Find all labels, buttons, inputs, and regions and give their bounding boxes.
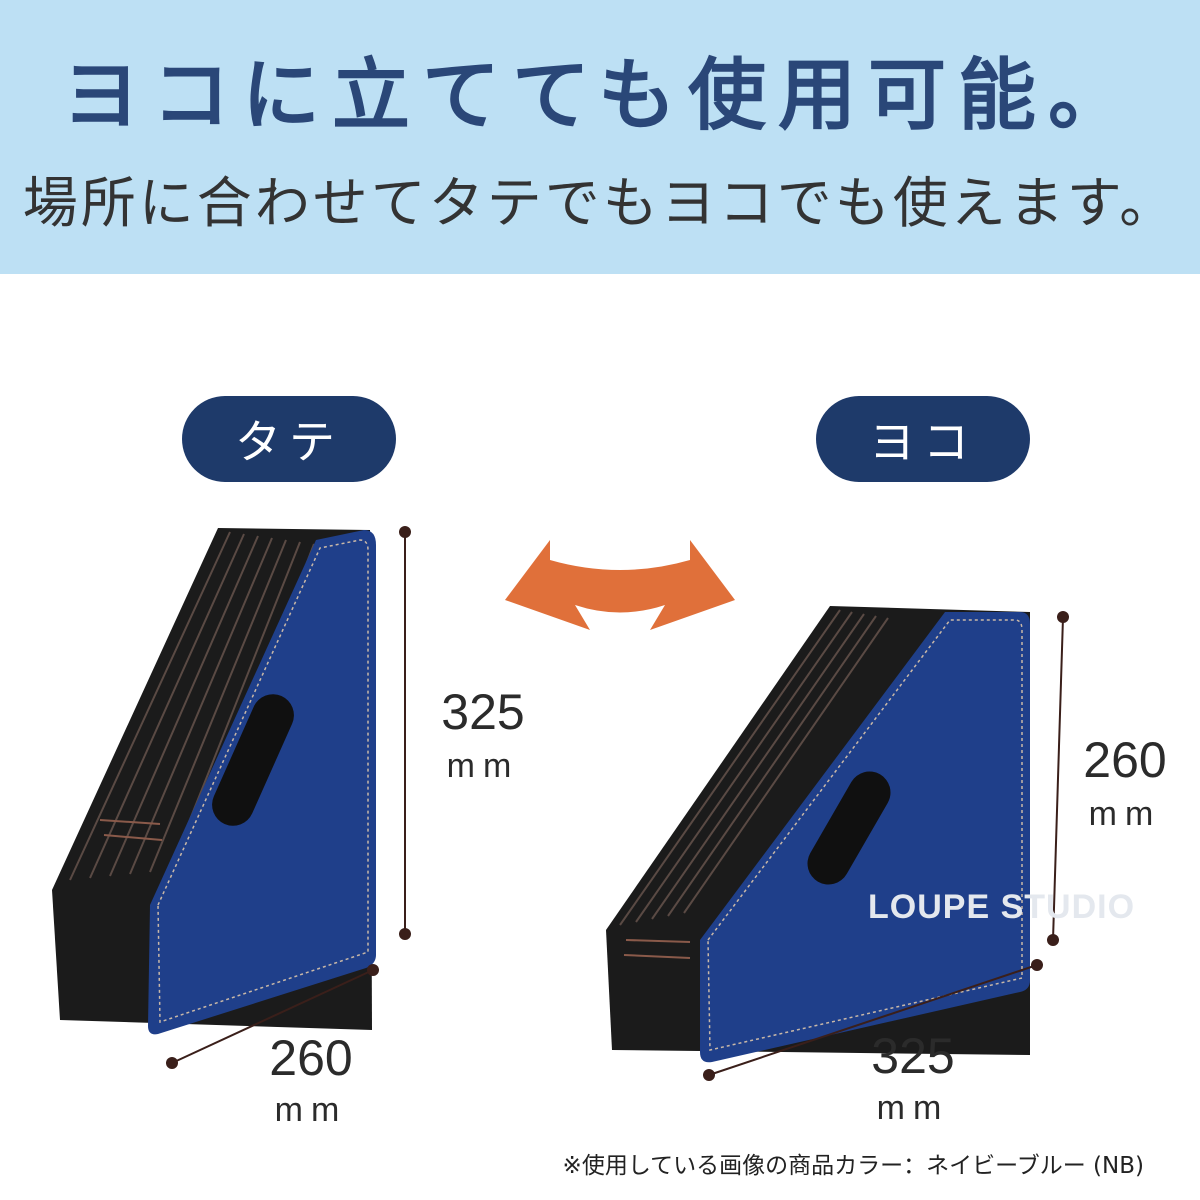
- swap-arrow-icon: [505, 540, 735, 630]
- headline: ヨコに立てても使用可能。: [61, 51, 1139, 141]
- left-height-unit: mm: [446, 747, 520, 785]
- right-width-unit: mm: [876, 1089, 950, 1127]
- header-banner: [0, 0, 1200, 274]
- dimension-line-left-width: [166, 964, 379, 1069]
- file-box-sideways: [606, 606, 1030, 1063]
- right-width-value: 325: [871, 1028, 955, 1084]
- left-width-unit: mm: [274, 1091, 348, 1129]
- label-yoko: ヨコ: [816, 396, 1030, 482]
- dimension-line-right-width: [703, 959, 1043, 1081]
- subheadline: 場所に合わせてタテでもヨコでも使えます。: [22, 171, 1178, 235]
- left-height-value: 325: [441, 684, 525, 740]
- right-height-unit: mm: [1088, 795, 1162, 833]
- dimension-line-left-height: [399, 526, 411, 940]
- left-width-value: 260: [269, 1030, 353, 1086]
- watermark: LOUPE STUDIO: [868, 888, 1136, 926]
- dimension-line-right-height: [1047, 611, 1069, 946]
- label-tate: タテ: [182, 396, 396, 482]
- right-height-value: 260: [1083, 732, 1167, 788]
- footnote: ※使用している画像の商品カラー：ネイビーブルー (NB): [562, 1153, 1144, 1179]
- file-box-upright: [52, 528, 376, 1035]
